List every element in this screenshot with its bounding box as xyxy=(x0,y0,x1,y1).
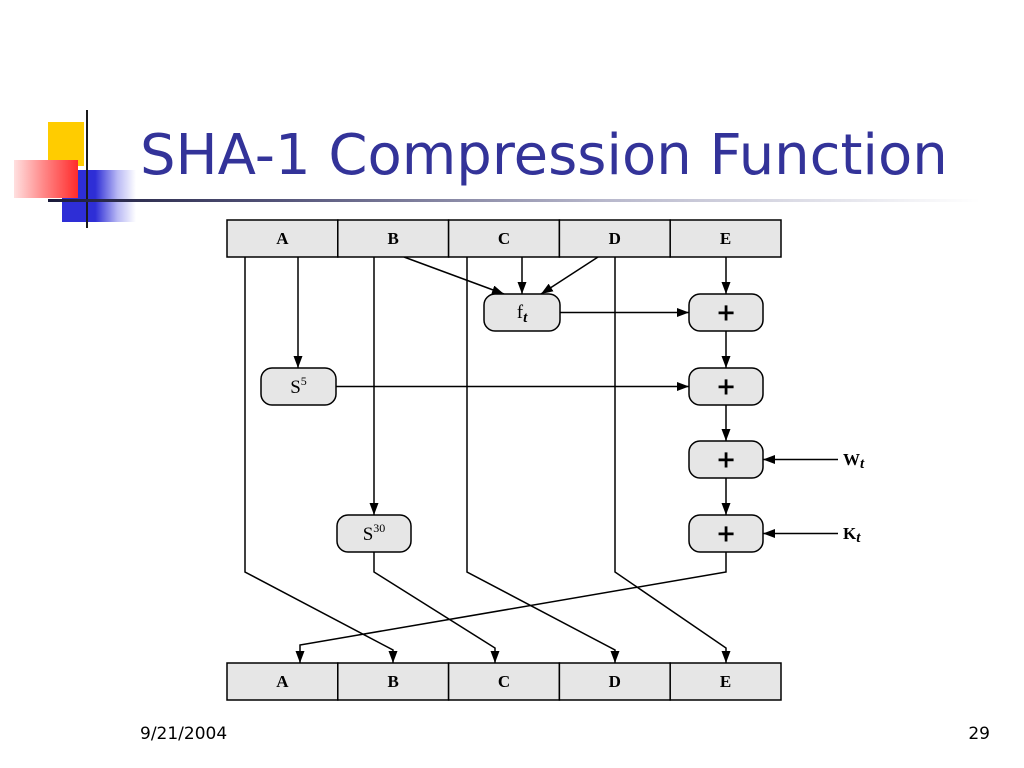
connector-lines xyxy=(244,256,838,663)
input-register-a-label: A xyxy=(276,229,289,248)
rotate-5-superscript: 5 xyxy=(301,374,307,388)
k-input-label: Kt xyxy=(843,524,861,546)
adder-4-plus-icon: + xyxy=(716,520,736,548)
rotate-5-symbol: S xyxy=(290,377,301,398)
input-register-d-cell xyxy=(558,219,671,258)
adder-3-box xyxy=(688,440,764,479)
k-input-symbol: K xyxy=(843,524,857,543)
output-register-b-label: B xyxy=(388,672,399,691)
output-register-d-label: D xyxy=(609,672,621,691)
accent-yellow-square xyxy=(48,122,84,166)
output-register-row: A B C D E xyxy=(226,662,782,701)
adder-1-plus-icon: + xyxy=(716,299,736,327)
arrow-b-to-function xyxy=(403,256,505,295)
arrow-rotate30-to-output-c xyxy=(373,552,500,663)
arrow-d-to-output-e xyxy=(614,257,731,663)
adder-2-box xyxy=(688,367,764,406)
rotate-30-box xyxy=(336,514,412,553)
input-register-a-cell xyxy=(226,219,339,258)
arrow-d-to-function xyxy=(540,256,599,295)
rotate-30-node: S30 xyxy=(336,514,412,553)
rotate-5-node: S5 xyxy=(260,367,337,406)
input-register-b-cell xyxy=(337,219,450,258)
rotate-30-label: S30 xyxy=(363,521,386,545)
adder-4-box xyxy=(688,514,764,553)
arrow-a-to-output-b xyxy=(244,257,398,663)
slide-page-number: 29 xyxy=(968,724,990,744)
function-subscript: t xyxy=(523,310,528,326)
input-register-b-label: B xyxy=(388,229,399,248)
w-input-subscript: t xyxy=(860,456,865,472)
output-register-a-label: A xyxy=(276,672,289,691)
rotate-30-superscript: 30 xyxy=(373,521,385,535)
function-ft-label: ft xyxy=(517,302,528,326)
input-register-e-cell xyxy=(669,219,782,258)
slide-title: SHA-1 Compression Function xyxy=(140,123,948,188)
rotate-5-box xyxy=(260,367,337,406)
input-register-c-cell xyxy=(447,219,561,258)
w-input-label: Wt xyxy=(843,450,865,472)
accent-red-bar xyxy=(14,160,78,198)
input-register-c-label: C xyxy=(498,229,510,248)
w-input-symbol: W xyxy=(843,450,860,469)
adder-2-plus-icon: + xyxy=(716,373,736,401)
output-register-e-cell xyxy=(669,662,782,701)
slide-date: 9/21/2004 xyxy=(140,724,228,744)
adder-3-plus-icon: + xyxy=(716,446,736,474)
title-underline-rule xyxy=(48,199,980,202)
k-input-subscript: t xyxy=(856,530,861,546)
input-register-row: A B C D E xyxy=(226,219,782,258)
function-ft-box xyxy=(483,293,561,332)
output-register-a-cell xyxy=(226,662,339,701)
function-symbol: f xyxy=(517,302,524,323)
rotate-30-symbol: S xyxy=(363,524,374,545)
input-register-e-label: E xyxy=(720,229,731,248)
accent-vertical-rule xyxy=(86,110,88,228)
arrow-c-to-output-d xyxy=(466,257,620,663)
function-ft-node: ft xyxy=(483,293,561,332)
rotate-5-label: S5 xyxy=(290,374,307,398)
arrow-adder-4-to-output-a xyxy=(295,552,727,663)
output-register-c-label: C xyxy=(498,672,510,691)
adder-column: + + + + xyxy=(688,293,764,553)
output-register-c-cell xyxy=(447,662,561,701)
adder-1-box xyxy=(688,293,764,332)
output-register-e-label: E xyxy=(720,672,731,691)
input-register-d-label: D xyxy=(609,229,621,248)
